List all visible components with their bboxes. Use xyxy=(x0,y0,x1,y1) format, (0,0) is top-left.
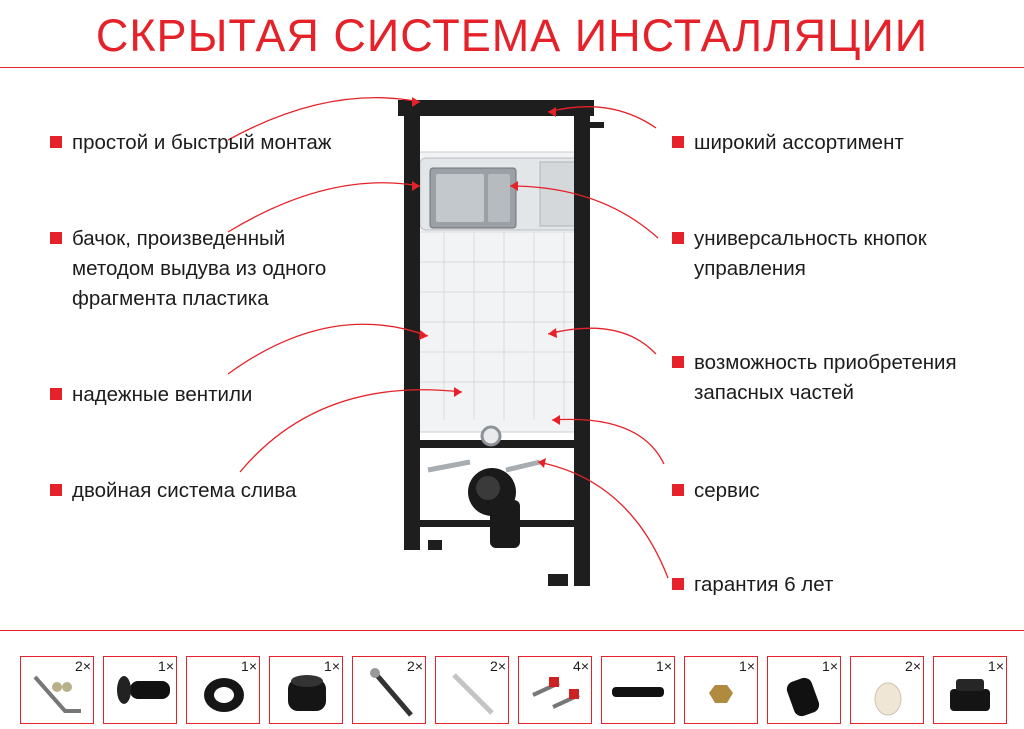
accessory-pipe-connector: 1× xyxy=(269,656,343,724)
accessory-drain-elbow: 1× xyxy=(103,656,177,724)
drain-adapter-icon xyxy=(950,679,990,711)
accessory-grey-rod: 2× xyxy=(435,656,509,724)
wall-plug-icon xyxy=(532,677,580,709)
threaded-stud-icon xyxy=(370,668,413,717)
installation-frame-illustration xyxy=(227,97,669,586)
bullet-square-icon xyxy=(672,356,684,368)
pipe-connector-icon xyxy=(288,675,326,711)
rubber-seal-ring-icon xyxy=(204,678,244,712)
feature-quick-mount: простой и быстрый монтаж xyxy=(50,128,332,158)
feature-universal-buttons: универсальность кнопок управления xyxy=(672,224,927,284)
anchor-bolt-icon xyxy=(33,675,81,713)
accessory-black-pipe: 1× xyxy=(601,656,675,724)
bullet-square-icon xyxy=(50,388,62,400)
accessory-seal-ring: 1× xyxy=(186,656,260,724)
bullet-square-icon xyxy=(50,232,62,244)
bullet-square-icon xyxy=(672,484,684,496)
bullet-square-icon xyxy=(672,232,684,244)
flush-button-large xyxy=(436,174,484,222)
mounting-rod-right xyxy=(505,459,541,473)
accessory-drain-adapter: 1× xyxy=(933,656,1007,724)
feature-warranty: гарантия 6 лет xyxy=(672,570,833,600)
feature-dual-flush: двойная система слива xyxy=(50,476,296,506)
page-title: СКРЫТАЯ СИСТЕМА ИНСТАЛЛЯЦИИ xyxy=(95,10,929,61)
black-pipe-icon xyxy=(612,687,664,697)
bullet-square-icon xyxy=(50,136,62,148)
feature-spare-parts: возможность приобретения запасных частей xyxy=(672,348,957,408)
tank-texture xyxy=(414,231,584,420)
accessory-cap: 2× xyxy=(850,656,924,724)
accessory-threaded-stud: 2× xyxy=(352,656,426,724)
feature-wide-range: широкий ассортимент xyxy=(672,128,904,158)
accessory-wall-plug: 4× xyxy=(518,656,592,724)
accessories-divider xyxy=(0,630,1024,631)
bullet-square-icon xyxy=(672,136,684,148)
inlet-valve-housing xyxy=(539,161,577,227)
water-inlet xyxy=(480,425,502,447)
title-divider xyxy=(0,67,1024,68)
arrow-heads xyxy=(412,97,560,468)
drain-pipe xyxy=(490,500,520,548)
bullet-square-icon xyxy=(672,578,684,590)
accessory-pipe-sleeve: 1× xyxy=(767,656,841,724)
grey-rod-icon xyxy=(452,673,494,715)
feature-reliable-valves: надежные вентили xyxy=(50,380,252,410)
pipe-sleeve-icon xyxy=(786,677,820,717)
flush-button-small xyxy=(488,174,510,222)
feature-blow-molded-tank: бачок, произведенный методом выдува из о… xyxy=(50,224,326,314)
bullet-square-icon xyxy=(50,484,62,496)
brass-nut-icon xyxy=(709,685,733,703)
cap-icon xyxy=(874,682,902,716)
accessory-brass-nut: 1× xyxy=(684,656,758,724)
callout-arrows xyxy=(227,97,669,579)
mounting-rod-left xyxy=(427,459,471,473)
accessory-anchor-bolt: 2× xyxy=(20,656,94,724)
drain-elbow-icon xyxy=(117,676,170,704)
feature-service: сервис xyxy=(672,476,760,506)
